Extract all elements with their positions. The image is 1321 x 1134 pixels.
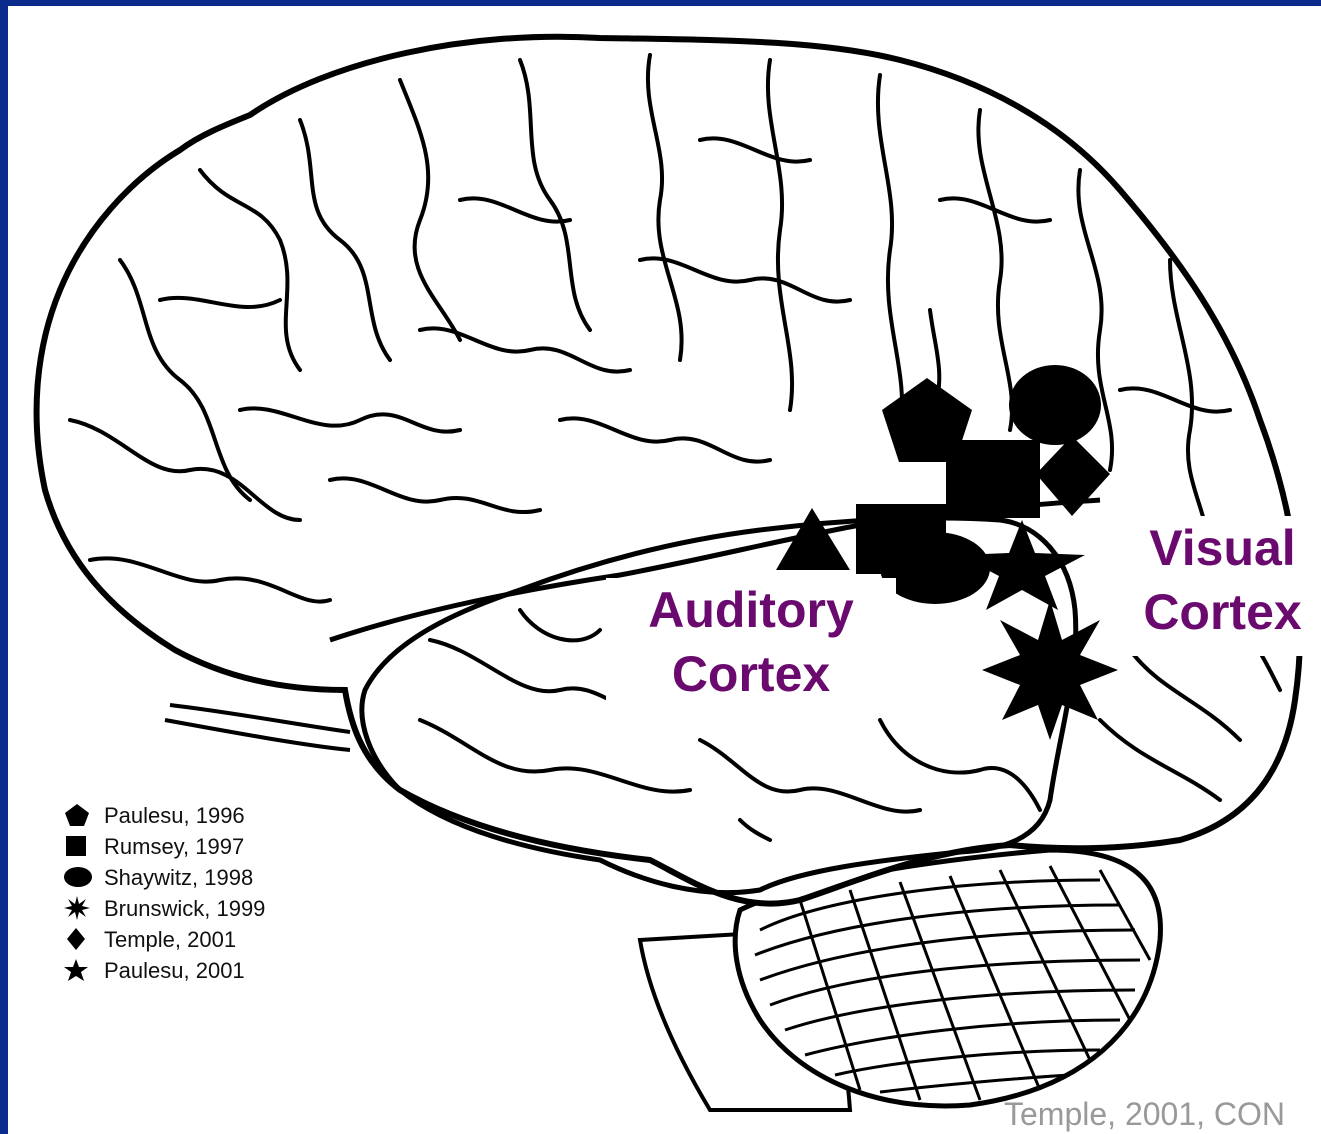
legend-item: Paulesu, 1996	[58, 800, 265, 831]
star-icon	[64, 958, 90, 982]
legend: Paulesu, 1996 Rumsey, 1997 Shaywitz, 199…	[58, 800, 265, 986]
legend-label: Paulesu, 1996	[104, 803, 245, 828]
auditory-label-line1: Auditory	[606, 578, 896, 642]
auditory-cortex-label: Auditory Cortex	[606, 578, 896, 718]
visual-label-line1: Visual	[1116, 516, 1321, 580]
visual-cortex-label: Visual Cortex	[1116, 516, 1321, 656]
visual-label-line2: Cortex	[1116, 580, 1321, 644]
ellipse-marker	[880, 532, 990, 604]
diamond-icon	[64, 927, 90, 951]
legend-label: Paulesu, 2001	[104, 958, 245, 983]
starburst-icon	[64, 896, 90, 920]
pentagon-icon	[64, 803, 90, 827]
legend-item: Paulesu, 2001	[58, 955, 265, 986]
legend-label: Rumsey, 1997	[104, 834, 244, 859]
citation: Temple, 2001, CON	[1004, 1096, 1285, 1133]
square-marker	[946, 440, 1040, 518]
legend-item: Shaywitz, 1998	[58, 862, 265, 893]
legend-item: Temple, 2001	[58, 924, 265, 955]
square-icon	[64, 834, 90, 858]
legend-label: Temple, 2001	[104, 927, 236, 952]
ellipse-marker	[1009, 365, 1101, 445]
auditory-label-line2: Cortex	[606, 642, 896, 706]
ellipse-icon	[64, 865, 94, 889]
legend-item: Brunswick, 1999	[58, 893, 265, 924]
legend-label: Shaywitz, 1998	[104, 865, 253, 890]
legend-label: Brunswick, 1999	[104, 896, 265, 921]
legend-item: Rumsey, 1997	[58, 831, 265, 862]
